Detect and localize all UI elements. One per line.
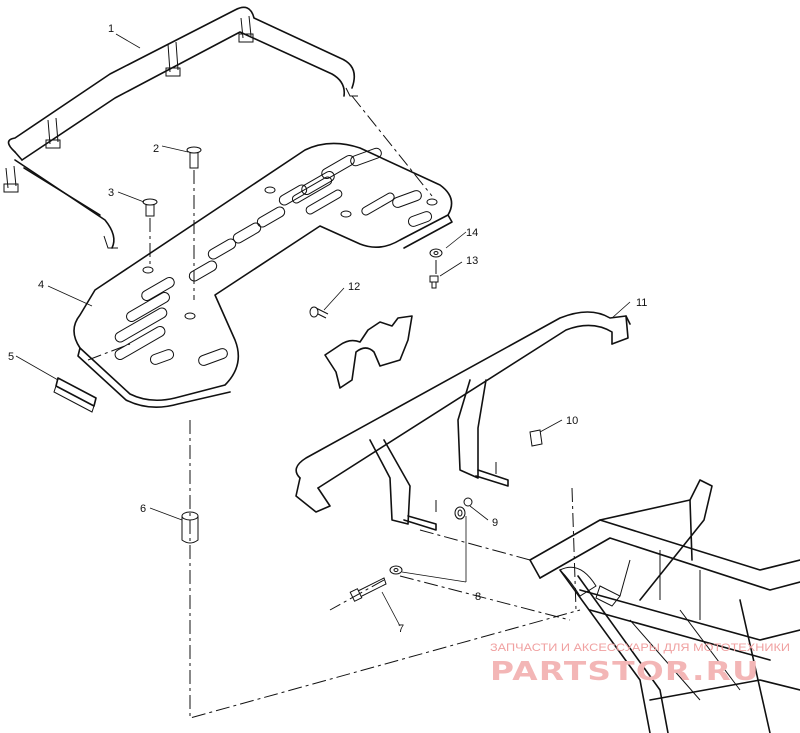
vehicle-frame xyxy=(529,479,800,733)
part-5-flat-bracket xyxy=(53,377,97,413)
watermark: ЗАПЧАСТИ И АКСЕССУАРЫ ДЛЯ МОТОТЕХНИКИ PA… xyxy=(490,642,790,687)
part-2-bolt xyxy=(186,146,202,169)
part-3-bolt xyxy=(142,198,158,217)
part-13-bolt xyxy=(429,275,439,289)
part-1-tubular-rail xyxy=(3,6,358,249)
part-8-washer xyxy=(389,565,403,575)
callout-3: 3 xyxy=(108,187,114,199)
assembly-lines xyxy=(87,95,581,719)
callout-labels: 1 2 3 4 5 6 7 8 9 10 11 12 13 14 xyxy=(8,23,647,635)
callout-6: 6 xyxy=(140,503,146,515)
callout-7: 7 xyxy=(398,623,404,635)
part-14-nut xyxy=(429,248,443,258)
watermark-tagline: ЗАПЧАСТИ И АКСЕССУАРЫ ДЛЯ МОТОТЕХНИКИ xyxy=(490,642,790,654)
part-4-cargo-rack xyxy=(73,142,453,408)
callout-12: 12 xyxy=(348,281,360,293)
callout-4: 4 xyxy=(38,279,44,291)
callout-8: 8 xyxy=(475,591,481,603)
callout-2: 2 xyxy=(153,143,159,155)
callout-9: 9 xyxy=(492,517,498,529)
part-11-support-frame xyxy=(295,311,631,531)
callout-13: 13 xyxy=(466,255,478,267)
leader-lines xyxy=(15,33,631,627)
callout-11: 11 xyxy=(636,297,647,309)
callout-5: 5 xyxy=(8,351,14,363)
callout-1: 1 xyxy=(108,23,114,35)
part-9-nut xyxy=(454,497,473,520)
watermark-logo-text: PARTSTOR.RU xyxy=(490,657,760,687)
callout-14: 14 xyxy=(466,227,478,239)
part-12-mount-bracket xyxy=(309,306,413,389)
part-10-clip xyxy=(529,429,543,447)
callout-10: 10 xyxy=(566,415,578,427)
